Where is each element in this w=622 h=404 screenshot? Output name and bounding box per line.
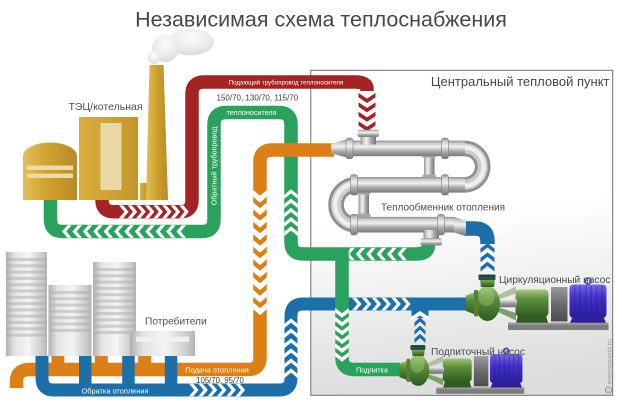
svg-text:Обратка отопления: Обратка отопления <box>82 386 149 395</box>
svg-text:energoworld.ru: energoworld.ru <box>606 339 613 385</box>
svg-text:Подпитка: Подпитка <box>356 366 388 375</box>
svg-text:Подача отопления: Подача отопления <box>185 365 249 374</box>
svg-text:Независимая схема теплоснабжен: Независимая схема теплоснабжения <box>135 8 507 32</box>
svg-text:105/70, 95/70: 105/70, 95/70 <box>196 376 244 385</box>
svg-text:ТЭЦ/котельная: ТЭЦ/котельная <box>68 101 142 113</box>
svg-text:c: c <box>607 388 610 393</box>
svg-text:теплоносителя: теплоносителя <box>226 108 276 117</box>
svg-text:Циркуляционный насос: Циркуляционный насос <box>499 275 610 286</box>
svg-text:Потребители: Потребители <box>145 316 207 328</box>
svg-text:Обратный трубопровод: Обратный трубопровод <box>210 126 219 205</box>
svg-text:Центральный тепловой пункт: Центральный тепловой пункт <box>431 74 610 89</box>
svg-text:150/70, 130/70, 115/70: 150/70, 130/70, 115/70 <box>217 94 299 103</box>
svg-text:Теплообменник отопления: Теплообменник отопления <box>381 202 505 214</box>
svg-text:Подающий трубопровод теплоноси: Подающий трубопровод теплоносителя <box>229 80 344 87</box>
svg-text:Подпиточный насос: Подпиточный насос <box>431 347 525 358</box>
